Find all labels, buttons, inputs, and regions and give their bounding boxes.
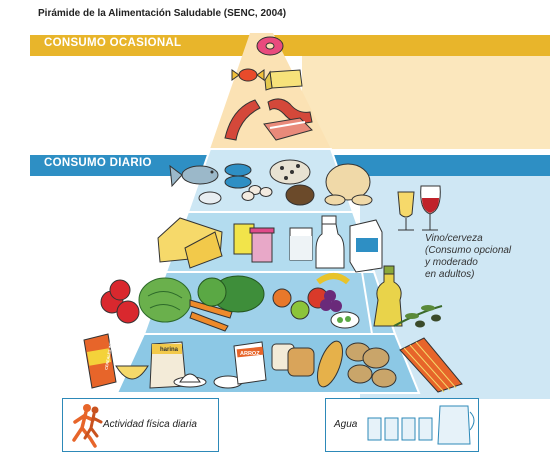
spinach-icon [197, 275, 265, 313]
tomato-icon [100, 279, 140, 324]
water-label: Agua [334, 419, 358, 430]
daily-band-label: CONSUMO DIARIO [44, 157, 152, 169]
wine-glass-icon [420, 185, 441, 231]
yogurt-icon [233, 223, 275, 263]
egg-icon [241, 185, 273, 201]
donut-icon [256, 36, 284, 56]
water-glass-icon [367, 405, 475, 445]
wine-note-line: (Consumo opcional [425, 245, 512, 256]
candy-icon [231, 68, 265, 82]
wine-note-line: Vino/cerveza [425, 233, 483, 244]
cereal-box-icon [83, 333, 117, 389]
cheese-icon [157, 217, 223, 269]
rice-label: ARROZ [240, 351, 260, 357]
bread-icon [271, 340, 343, 388]
activity-legend: Actividad física diaria [62, 398, 219, 452]
butter-icon [264, 69, 303, 91]
milk-bottle-icon [315, 215, 345, 269]
occasional-side-fill [302, 56, 550, 149]
page-title: Pirámide de la Alimentación Saludable (S… [38, 8, 287, 19]
water-jug-icon [437, 405, 471, 445]
milk-glass-icon [289, 227, 313, 261]
pasta-icon [399, 337, 463, 393]
fruit-icon [272, 273, 360, 329]
wine-note-line: y moderado [425, 257, 478, 268]
water-legend: Agua [325, 398, 479, 452]
activity-label: Actividad física diaria [103, 419, 197, 430]
beer-glass-icon [397, 191, 415, 231]
runner-icon [72, 404, 103, 448]
potato-icon [345, 342, 397, 388]
bacon-icon [263, 117, 313, 141]
occasional-band-label: CONSUMO OCASIONAL [44, 37, 182, 49]
wine-note: Vino/cerveza (Consumo opcional y moderad… [425, 233, 545, 281]
rice-box-icon [233, 341, 267, 385]
carrot-icon [189, 299, 233, 332]
oil-bottle-icon [373, 265, 403, 327]
wine-note-line: en adultos) [425, 269, 475, 280]
fish-icon [169, 164, 219, 188]
sausage-icon [224, 98, 313, 141]
lettuce-icon [138, 277, 192, 323]
beans-icon [269, 159, 315, 206]
sugar-plate-icon [173, 373, 207, 388]
chicken-icon [324, 163, 373, 206]
olive-branch-icon [393, 305, 443, 328]
bowl-icon [115, 365, 149, 380]
flour-label: harina [160, 347, 179, 353]
milk-carton-icon [349, 219, 383, 273]
occasional-band [30, 35, 550, 56]
can-icon [198, 163, 252, 205]
